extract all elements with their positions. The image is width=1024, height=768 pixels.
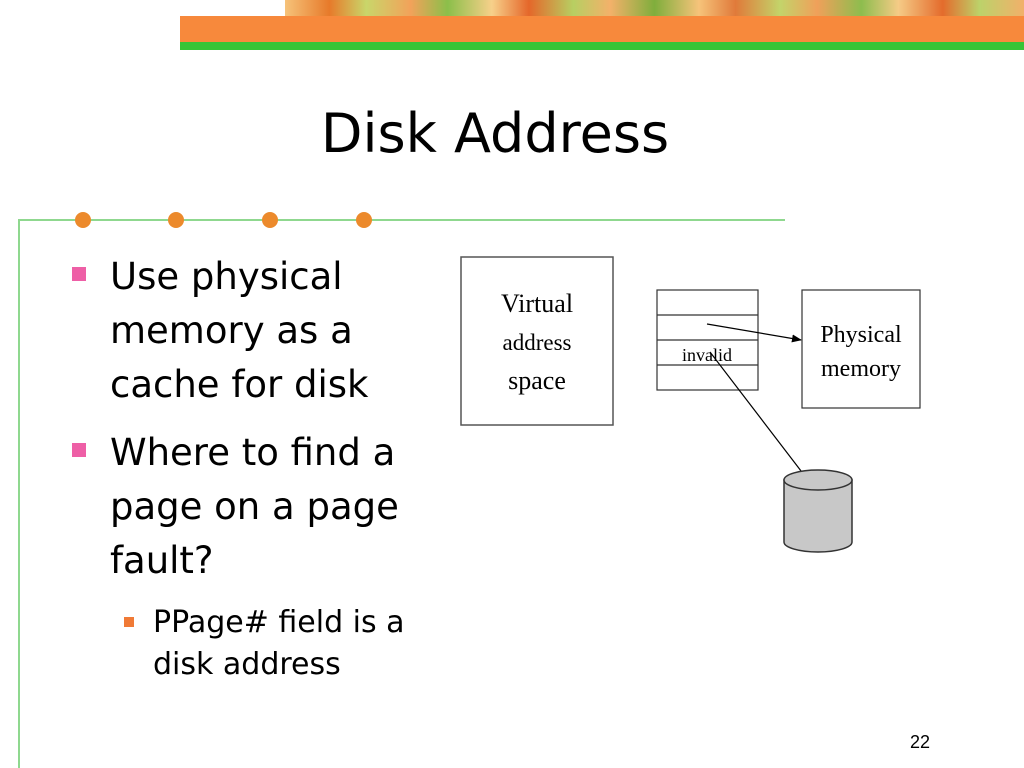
left-rule [18, 219, 20, 768]
banner-orange-stripe [180, 16, 1024, 42]
slide-title: Disk Address [320, 102, 670, 165]
virtual-box-label-line1: Virtual [501, 289, 573, 318]
disk-icon [783, 469, 853, 553]
page-table: invalid [656, 289, 759, 391]
virtual-box-label-line3: space [508, 366, 566, 395]
bullet-marker [72, 443, 86, 457]
sub-bullet-item: PPage# field is a disk address [124, 602, 432, 686]
bullet-item: Use physical memory as a cache for disk [72, 250, 432, 412]
sub-bullet-marker [124, 617, 134, 627]
physical-box-label-line1: Physical [820, 322, 902, 348]
bullet-item: Where to find a page on a page fault? [72, 426, 432, 588]
physical-box-label-line2: memory [821, 356, 901, 382]
bullet-text: Use physical memory as a cache for disk [110, 255, 369, 406]
virtual-address-space-box [460, 256, 614, 426]
banner-green-stripe [180, 42, 1024, 50]
physical-memory-box [801, 289, 921, 409]
page-number: 22 [909, 732, 930, 752]
banner-decoration [285, 0, 1024, 16]
bullet-text: Where to find a page on a page fault? [110, 431, 399, 582]
decor-dot [262, 212, 278, 228]
bullet-marker [72, 267, 86, 281]
decor-dot [168, 212, 184, 228]
decor-dot [75, 212, 91, 228]
sub-bullet-text: PPage# field is a disk address [153, 605, 405, 682]
decor-dot [356, 212, 372, 228]
invalid-entry-label: invalid [682, 345, 732, 365]
top-banner [180, 0, 1024, 54]
arrow-to-physical-memory [706, 323, 802, 343]
arrow-to-disk [709, 351, 812, 485]
virtual-box-label-line2: address [503, 330, 572, 355]
title-underline [18, 219, 785, 221]
bullet-list: Use physical memory as a cache for disk … [72, 250, 432, 686]
